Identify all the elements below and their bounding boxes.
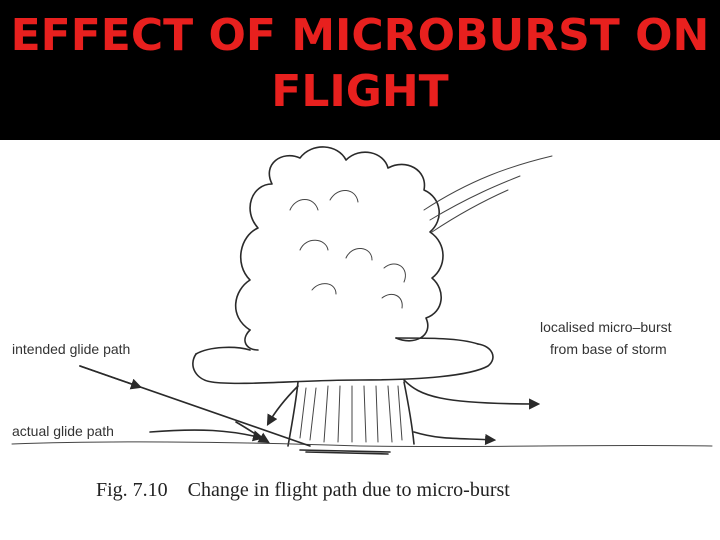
slide-title-line-1: EFFECT OF MICROBURST ON bbox=[10, 10, 710, 61]
slide-title-line-2: FLIGHT bbox=[271, 66, 449, 117]
storm-cloud bbox=[234, 146, 553, 351]
downdraft-shaft bbox=[287, 381, 415, 447]
actual-glide-path-line bbox=[149, 429, 265, 442]
outflow-arrow-right-lower bbox=[413, 431, 497, 446]
label-microburst-line-1: localised micro–burst bbox=[540, 319, 672, 335]
runway bbox=[299, 449, 391, 453]
outflow-arrow-left bbox=[266, 385, 299, 426]
outflow-arrow-right-upper bbox=[403, 379, 541, 410]
storm-base-left bbox=[195, 346, 251, 355]
storm-base-right bbox=[395, 337, 479, 345]
label-intended-glide-path: intended glide path bbox=[12, 341, 130, 357]
label-microburst-line-2: from base of storm bbox=[550, 341, 667, 357]
label-actual-glide-path: actual glide path bbox=[12, 423, 114, 439]
figure-caption: Fig. 7.10 Change in flight path due to m… bbox=[96, 479, 510, 501]
storm-base bbox=[192, 343, 494, 385]
ground-line bbox=[11, 441, 713, 448]
figure-panel: intended glide path actual glide path lo… bbox=[0, 140, 720, 540]
microburst-diagram: intended glide path actual glide path lo… bbox=[11, 146, 713, 501]
title-bar: EFFECT OF MICROBURST ON FLIGHT bbox=[0, 0, 720, 140]
